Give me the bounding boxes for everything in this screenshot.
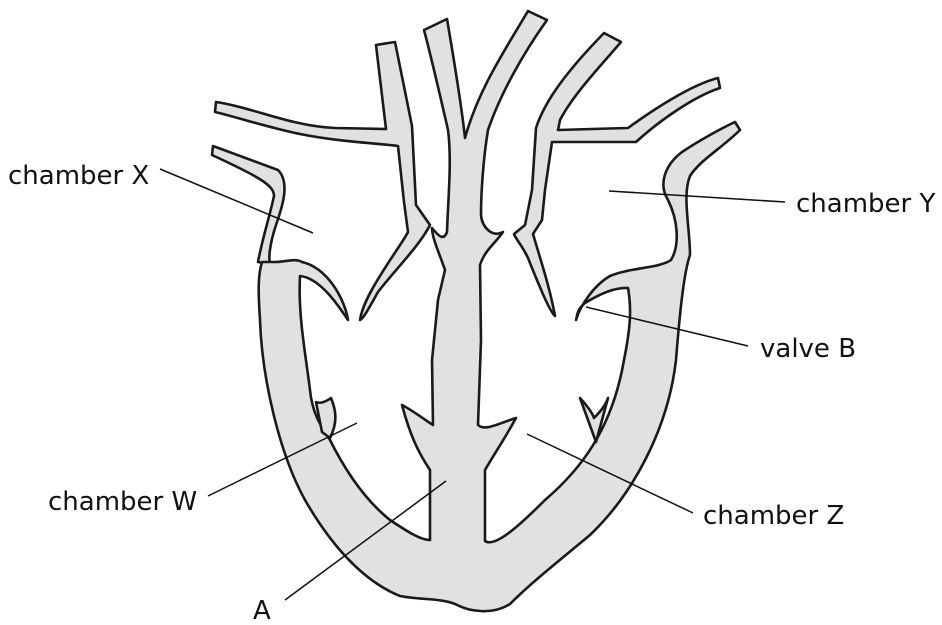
pointer-chamber-x (160, 169, 313, 233)
label-valve-b: valve B (760, 334, 856, 364)
label-chamber-w: chamber W (48, 487, 197, 517)
label-chamber-y: chamber Y (796, 189, 935, 219)
label-chamber-z: chamber Z (703, 501, 844, 531)
pointer-chamber-y (609, 191, 785, 202)
label-a: A (253, 596, 271, 625)
label-chamber-x: chamber X (8, 161, 149, 191)
left-lower-vessel (212, 146, 284, 264)
